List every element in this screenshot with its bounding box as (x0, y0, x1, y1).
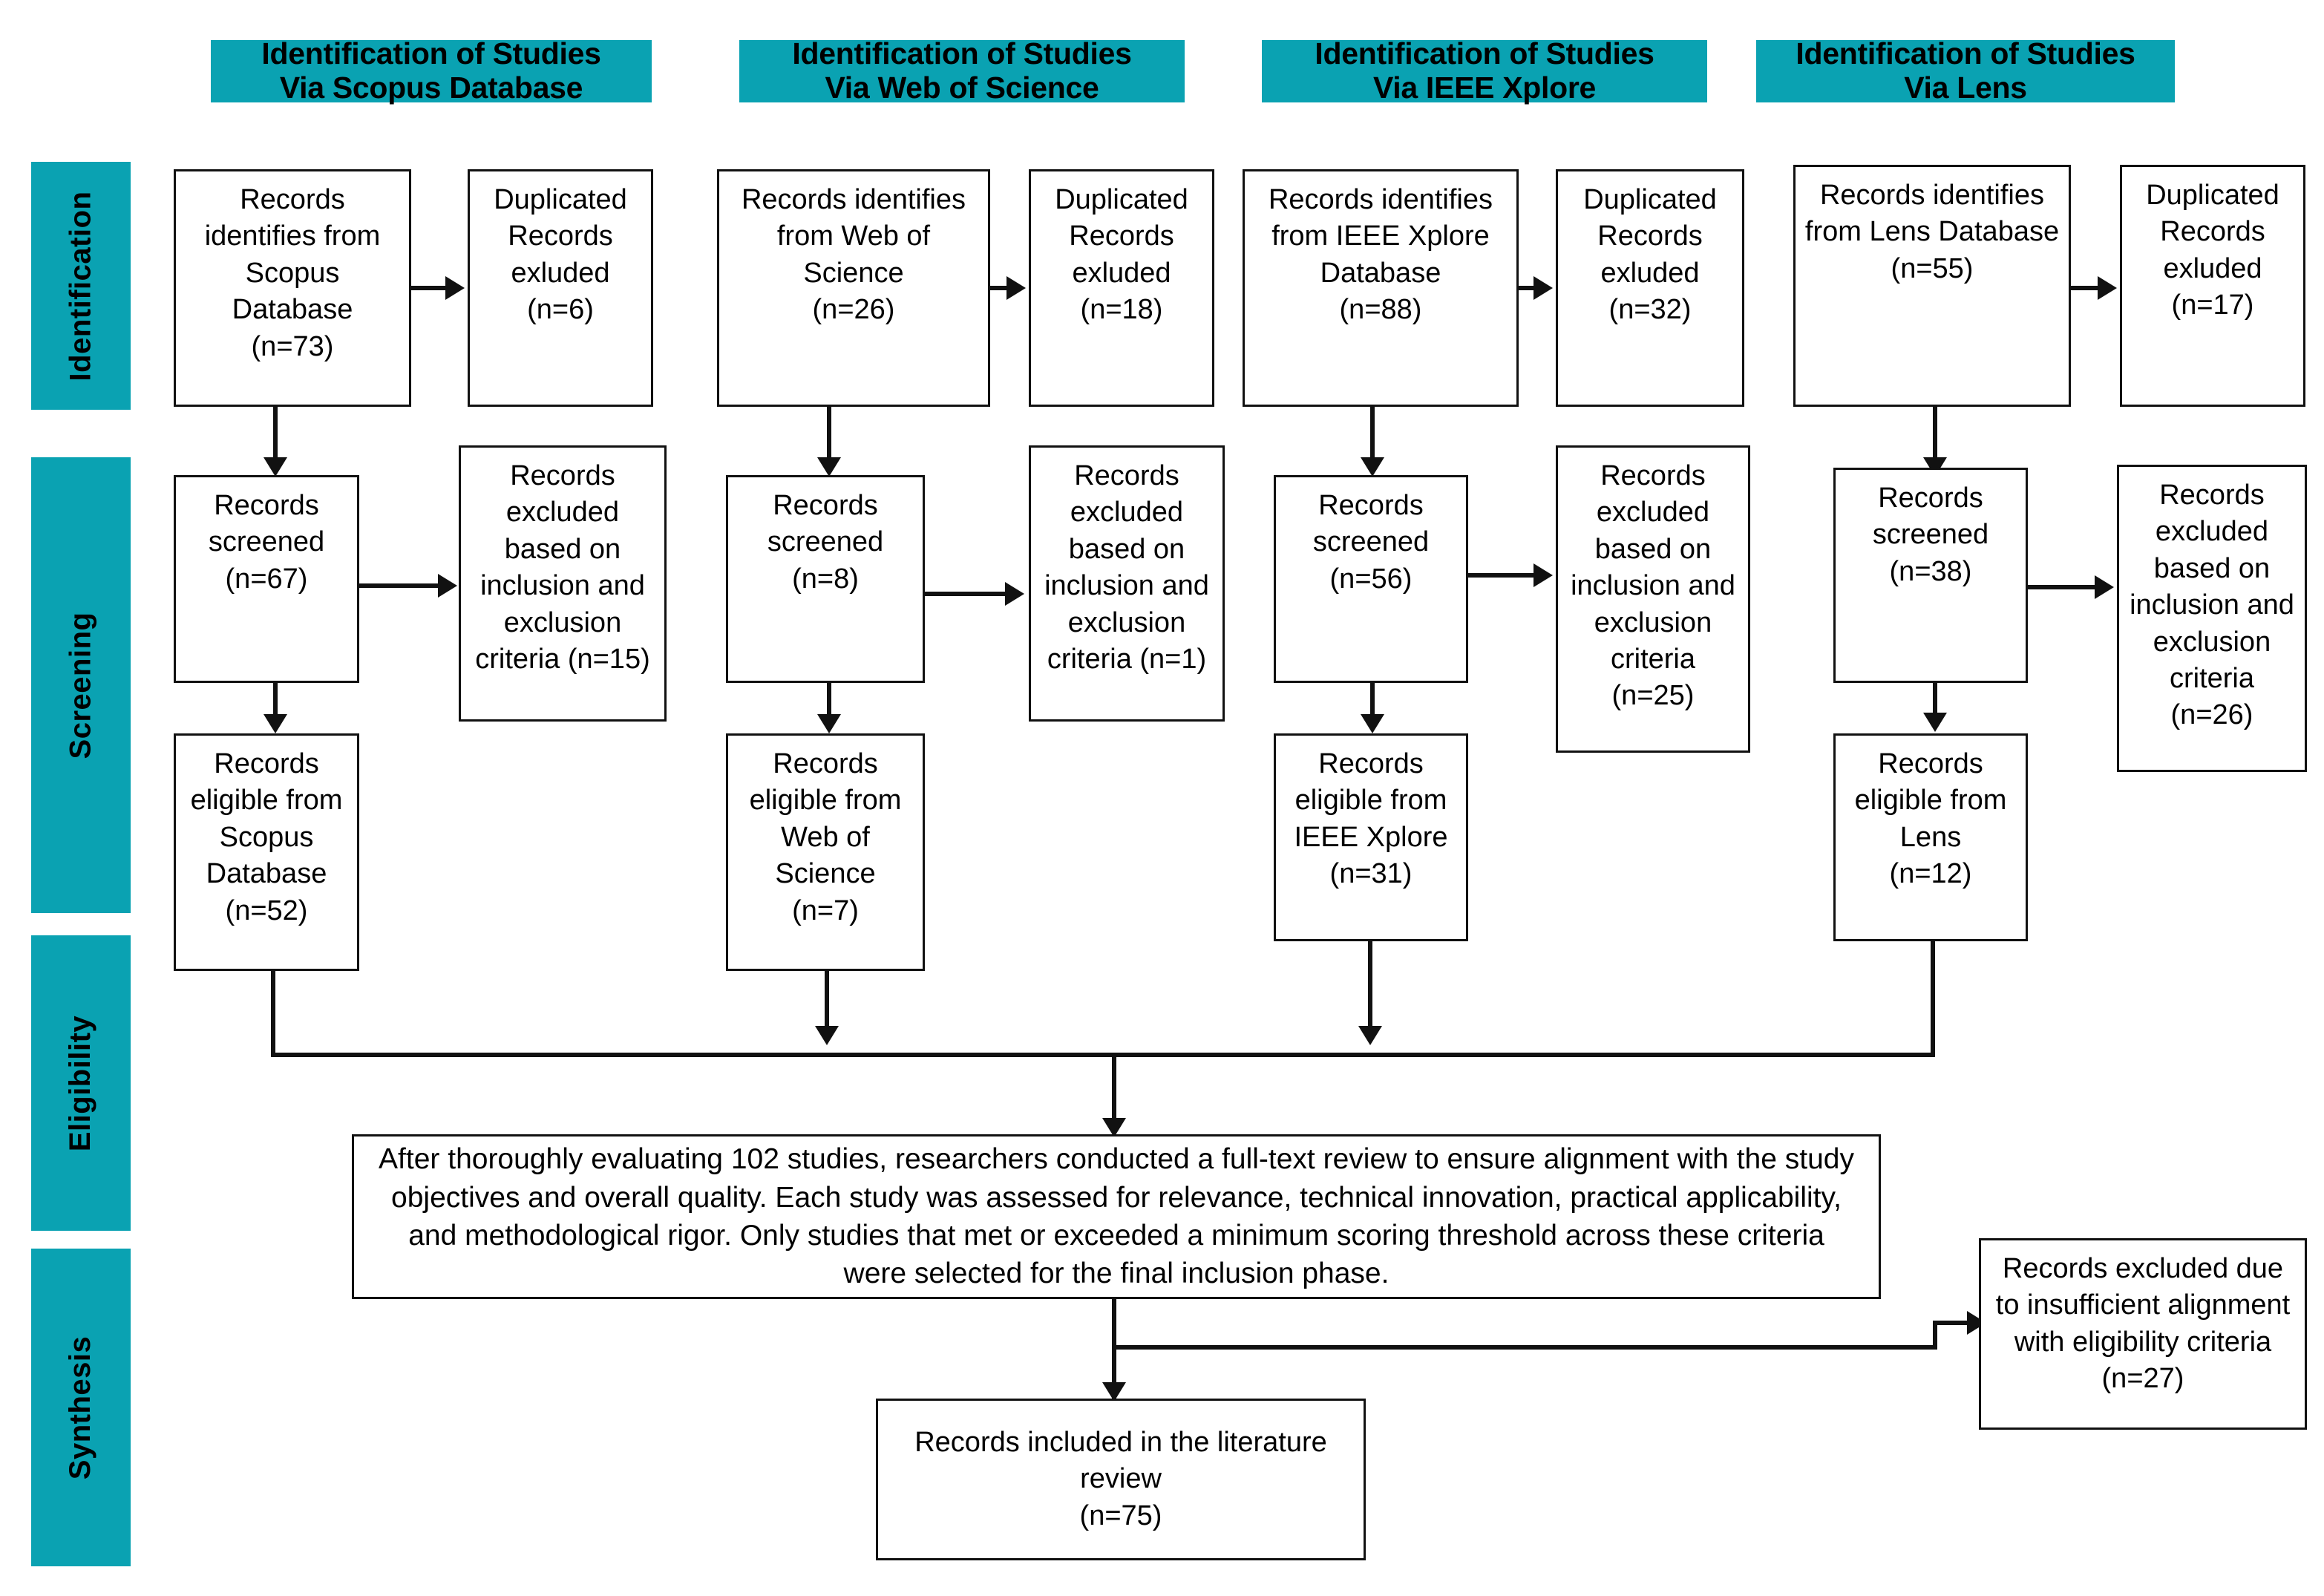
connector-to-final-excluded-entry (1933, 1321, 1977, 1325)
arrowhead-ieee-dup (1533, 276, 1553, 300)
arrowhead-ieee-eligible (1361, 714, 1384, 733)
box-final-included: Records included in the literature revie… (876, 1399, 1366, 1560)
connector-ieee-eligible-to-bus (1368, 941, 1372, 1032)
arrowhead-scopus-excluded (438, 574, 457, 598)
connector-lens-identified-to-screened (1933, 407, 1937, 469)
connector-wos-identified-to-screened (827, 407, 831, 469)
bus-drop-lens (1931, 941, 1935, 1054)
column-header-scopus: Identification of Studies Via Scopus Dat… (211, 36, 652, 105)
connector-wos-identified-to-duplicates (990, 286, 1009, 290)
box-final-excluded: Records excluded due to insufficient ali… (1979, 1238, 2307, 1430)
box-scopus-excluded: Records excluded based on inclusion and … (459, 445, 667, 722)
arrowhead-scopus-dup (445, 276, 465, 300)
box-scopus-screened: Records screened (n=67) (174, 475, 359, 683)
connector-to-final-excluded-riser (1933, 1323, 1937, 1350)
stage-label-screening-text: Screening (64, 612, 97, 759)
stage-label-synthesis: Synthesis (31, 1249, 131, 1566)
connector-wos-screened-to-eligible (827, 683, 831, 727)
box-ieee-duplicates: Duplicated Records exluded (n=32) (1556, 169, 1744, 407)
connector-bus-to-narrative (1112, 1053, 1116, 1130)
box-wos-excluded: Records excluded based on inclusion and … (1029, 445, 1225, 722)
arrowhead-scopus-screened (264, 457, 287, 477)
stage-label-identification-text: Identification (64, 191, 97, 381)
arrowhead-lens-dup (2098, 276, 2117, 300)
connector-ieee-identified-to-screened (1370, 407, 1375, 469)
box-scopus-identified: Records identifies from Scopus Database … (174, 169, 411, 407)
stage-label-synthesis-text: Synthesis (64, 1335, 97, 1479)
arrowhead-wos-excluded (1005, 582, 1024, 606)
stage-label-screening: Screening (31, 457, 131, 913)
box-wos-duplicates: Duplicated Records exluded (n=18) (1029, 169, 1214, 407)
connector-lens-identified-to-duplicates (2071, 286, 2101, 290)
connector-to-final-excluded-horizontal (1112, 1345, 1937, 1350)
connector-ieee-screened-to-eligible (1370, 683, 1375, 727)
box-lens-duplicates: Duplicated Records exluded (n=17) (2120, 165, 2305, 407)
stage-label-eligibility-text: Eligibility (64, 1015, 97, 1151)
arrowhead-final-included (1102, 1382, 1126, 1402)
box-eligibility-narrative: After thoroughly evaluating 102 studies,… (352, 1134, 1881, 1299)
connector-scopus-identified-to-screened (273, 407, 278, 469)
column-header-ieee-xplore: Identification of Studies Via IEEE Xplor… (1262, 36, 1707, 105)
box-lens-screened: Records screened (n=38) (1833, 468, 2028, 683)
connector-ieee-identified-to-duplicates (1519, 286, 1536, 290)
connector-wos-eligible-to-bus (825, 971, 829, 1032)
arrowhead-wos-bus (815, 1026, 839, 1045)
convergence-bus (271, 1053, 1935, 1057)
box-wos-screened: Records screened (n=8) (726, 475, 925, 683)
arrowhead-narrative (1102, 1118, 1126, 1137)
box-wos-identified: Records identifies from Web of Science (… (717, 169, 990, 407)
box-ieee-excluded: Records excluded based on inclusion and … (1556, 445, 1750, 753)
connector-wos-screened-to-excluded (925, 592, 1008, 596)
connector-ieee-screened-to-excluded (1468, 573, 1536, 578)
column-header-web-of-science: Identification of Studies Via Web of Sci… (739, 36, 1185, 105)
stage-label-eligibility: Eligibility (31, 935, 131, 1231)
box-scopus-eligible: Records eligible from Scopus Database (n… (174, 733, 359, 971)
arrowhead-scopus-eligible (264, 714, 287, 733)
box-lens-eligible: Records eligible from Lens (n=12) (1833, 733, 2028, 941)
connector-lens-screened-to-eligible (1933, 683, 1937, 726)
stage-label-identification: Identification (31, 162, 131, 410)
connector-narrative-drop (1112, 1299, 1116, 1410)
arrowhead-ieee-excluded (1533, 563, 1553, 587)
arrowhead-lens-eligible (1923, 713, 1947, 732)
connector-scopus-screened-to-excluded (359, 583, 441, 588)
box-lens-identified: Records identifies from Lens Database (n… (1793, 165, 2071, 407)
arrowhead-lens-excluded (2095, 575, 2114, 599)
arrowhead-ieee-screened (1361, 457, 1384, 477)
box-lens-excluded: Records excluded based on inclusion and … (2117, 465, 2307, 772)
arrowhead-wos-screened (817, 457, 841, 477)
arrowhead-wos-eligible (817, 714, 841, 733)
column-header-lens: Identification of Studies Via Lens (1756, 36, 2175, 105)
box-ieee-identified: Records identifies from IEEE Xplore Data… (1243, 169, 1519, 407)
box-wos-eligible: Records eligible from Web of Science (n=… (726, 733, 925, 971)
box-scopus-duplicates: Duplicated Records exluded (n=6) (468, 169, 653, 407)
connector-scopus-identified-to-duplicates (411, 286, 448, 290)
bus-drop-scopus (271, 971, 275, 1054)
box-ieee-screened: Records screened (n=56) (1274, 475, 1468, 683)
arrowhead-ieee-bus (1358, 1026, 1382, 1045)
box-ieee-eligible: Records eligible from IEEE Xplore (n=31) (1274, 733, 1468, 941)
connector-scopus-screened-to-eligible (273, 683, 278, 727)
connector-lens-screened-to-excluded (2028, 585, 2098, 589)
arrowhead-wos-dup (1006, 276, 1026, 300)
